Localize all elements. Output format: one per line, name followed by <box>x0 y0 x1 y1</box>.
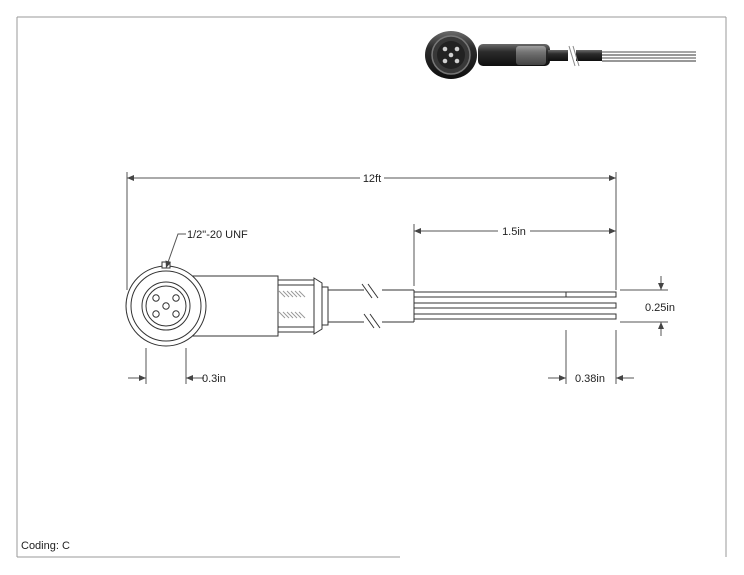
thread-size-label: 1/2"-20 UNF <box>187 229 248 241</box>
stripped-length-label: 1.5in <box>502 226 526 238</box>
overall-length-label: 12ft <box>363 173 381 185</box>
connector-cable-photo-icon <box>425 31 696 79</box>
coding-label: Coding: C <box>21 540 70 552</box>
dimension-lines <box>126 172 668 384</box>
dimension-labels: 12ft 1/2"-20 UNF 1.5in 0.25in 0.3in 0.38… <box>187 173 675 385</box>
drawing-frame <box>16 16 727 558</box>
connector-drawing <box>125 261 617 347</box>
jacket-diameter-label: 0.25in <box>645 302 675 314</box>
connector-offset-label: 0.3in <box>202 373 226 385</box>
conductor-strip-label: 0.38in <box>575 373 605 385</box>
